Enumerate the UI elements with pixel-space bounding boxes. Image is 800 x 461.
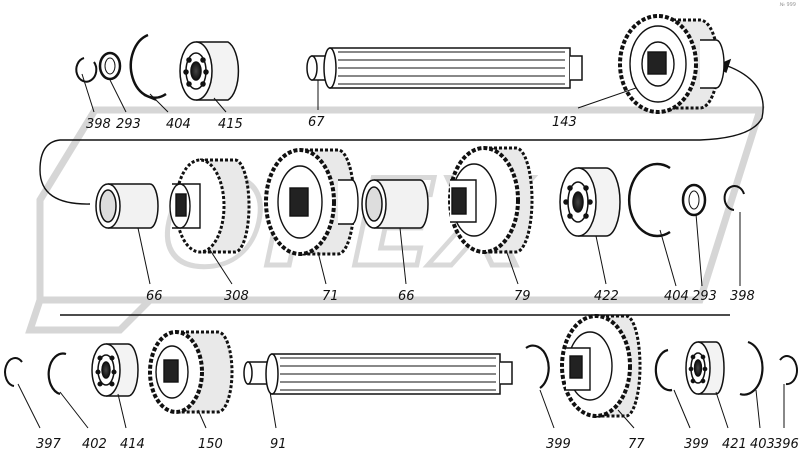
circlip-404-middle	[627, 162, 671, 238]
bearing-421	[685, 341, 725, 395]
part-number-labels: 398 293 404 415 67 143 66 308 71 66 79 4…	[36, 115, 799, 452]
snap-ring-396	[779, 355, 798, 386]
gear-71	[264, 148, 359, 256]
label-396: 396	[774, 437, 799, 452]
label-404-top: 404	[166, 117, 191, 132]
label-402: 402	[82, 437, 107, 452]
label-398-top: 398	[86, 117, 111, 132]
label-79: 79	[514, 289, 531, 304]
circlip-403	[739, 340, 764, 396]
label-67: 67	[308, 115, 325, 130]
label-91: 91	[270, 437, 287, 452]
gear-77	[560, 314, 642, 418]
label-421: 421	[722, 437, 747, 452]
circlip-404-top	[129, 33, 167, 101]
snap-ring-399-right	[654, 348, 673, 392]
label-398-middle: 398	[730, 289, 755, 304]
circlip-402	[47, 352, 67, 396]
snap-ring-397	[4, 357, 23, 387]
label-404-middle: 404	[664, 289, 689, 304]
gear-150	[148, 330, 234, 414]
label-399-left: 399	[546, 437, 571, 452]
bearing-414	[91, 343, 139, 397]
label-403: 403	[750, 437, 775, 452]
corner-mark: № 999	[779, 2, 796, 8]
gear-143	[618, 14, 725, 114]
label-422: 422	[594, 289, 619, 304]
label-415: 415	[218, 117, 243, 132]
label-143: 143	[552, 115, 577, 130]
sleeve-66-left	[95, 183, 159, 229]
gear-79	[448, 146, 534, 254]
sleeve-66-right	[361, 179, 429, 229]
shaft-67	[306, 47, 583, 89]
snap-ring-398-middle	[723, 185, 745, 211]
washer-293-middle	[681, 183, 707, 217]
label-414: 414	[120, 437, 145, 452]
label-66-left: 66	[146, 289, 163, 304]
label-293-middle: 293	[692, 289, 717, 304]
label-66-right: 66	[398, 289, 415, 304]
leader-lines	[17, 73, 785, 429]
gear-308	[169, 158, 251, 254]
label-150: 150	[198, 437, 223, 452]
bearing-422	[559, 167, 621, 237]
snap-ring-398-top	[75, 57, 98, 83]
label-397: 397	[36, 437, 62, 452]
bearing-415	[179, 41, 240, 101]
snap-ring-399-left	[525, 344, 550, 389]
shaft-91	[243, 353, 513, 395]
washer-293-top	[98, 51, 122, 81]
label-71: 71	[322, 289, 339, 304]
label-308: 308	[224, 289, 249, 304]
label-77: 77	[628, 437, 645, 452]
label-399-right: 399	[684, 437, 709, 452]
label-293-top: 293	[116, 117, 141, 132]
